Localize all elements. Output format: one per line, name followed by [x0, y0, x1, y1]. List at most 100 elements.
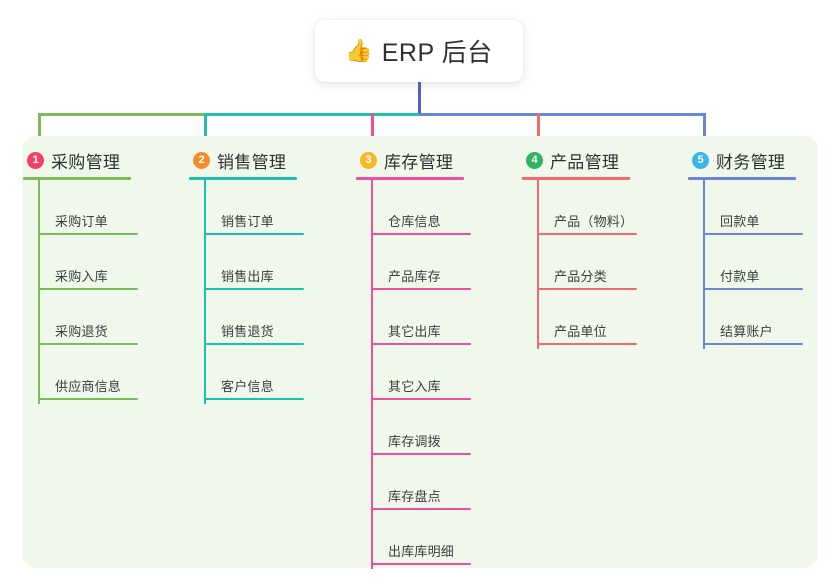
module-item-rule — [703, 288, 803, 290]
module-header-label: 库存管理 — [384, 152, 454, 172]
module-item-label: 其它出库 — [388, 324, 441, 339]
drop-connector-3 — [371, 113, 374, 141]
module-header-rule — [688, 177, 796, 180]
module-item-label: 产品库存 — [388, 269, 441, 284]
module-item[interactable]: 付款单 — [703, 235, 803, 290]
module-number-badge: 5 — [692, 151, 709, 169]
module-item-rule — [38, 288, 138, 290]
module-item-label: 销售出库 — [221, 269, 274, 284]
module-item[interactable]: 仓库信息 — [371, 180, 471, 235]
module-item-label: 回款单 — [720, 214, 760, 229]
module-item-rule — [38, 398, 138, 400]
module-item-label: 采购入库 — [55, 269, 108, 284]
module-item-rule — [703, 343, 803, 345]
module-item[interactable]: 采购退货 — [38, 290, 138, 345]
module-item-rule — [537, 233, 637, 235]
module-spine — [204, 180, 206, 404]
module-column-2: 2 销售管理销售订单销售出库销售退货客户信息 — [189, 147, 304, 404]
module-header-label: 财务管理 — [716, 152, 786, 172]
module-header-label: 销售管理 — [217, 152, 287, 172]
module-item-label: 产品（物料） — [554, 214, 634, 229]
module-item[interactable]: 其它入库 — [371, 345, 471, 400]
module-number-badge: 2 — [193, 151, 210, 169]
module-item-rule — [204, 233, 304, 235]
module-item-label: 采购订单 — [55, 214, 108, 229]
module-item-rule — [371, 288, 471, 290]
module-item-rule — [204, 343, 304, 345]
module-item-label: 销售订单 — [221, 214, 274, 229]
module-item-label: 销售退货 — [221, 324, 274, 339]
module-item-rule — [204, 398, 304, 400]
module-item-label: 库存盘点 — [388, 489, 441, 504]
module-item[interactable]: 销售退货 — [204, 290, 304, 345]
module-header-rule — [522, 177, 630, 180]
module-item-label: 出库库明细 — [388, 544, 455, 559]
bar-segment-3 — [419, 113, 706, 116]
module-item-rule — [371, 563, 471, 565]
module-item-label: 付款单 — [720, 269, 760, 284]
module-spine — [703, 180, 705, 349]
module-item-rule — [371, 508, 471, 510]
module-item-label: 供应商信息 — [55, 379, 122, 394]
thumbs-up-icon: 👍 — [345, 38, 373, 63]
module-item-rule — [371, 343, 471, 345]
module-item-rule — [371, 398, 471, 400]
module-item[interactable]: 客户信息 — [204, 345, 304, 400]
module-column-3: 3 库存管理仓库信息产品库存其它出库其它入库库存调拨库存盘点出库库明细 — [356, 147, 471, 569]
module-item-label: 其它入库 — [388, 379, 441, 394]
root-node[interactable]: 👍 ERP 后台 — [315, 20, 523, 82]
module-item[interactable]: 其它出库 — [371, 290, 471, 345]
bar-segment-2 — [205, 113, 421, 116]
module-item[interactable]: 出库库明细 — [371, 510, 471, 565]
bar-segment-1 — [39, 113, 207, 116]
module-item-rule — [38, 233, 138, 235]
module-item-rule — [537, 288, 637, 290]
module-item[interactable]: 产品库存 — [371, 235, 471, 290]
module-spine — [371, 180, 373, 569]
module-item-rule — [204, 288, 304, 290]
module-header-2[interactable]: 2 销售管理 — [189, 147, 286, 173]
root-node-label: ERP 后台 — [381, 39, 493, 67]
module-item-label: 库存调拨 — [388, 434, 441, 449]
module-header-3[interactable]: 3 库存管理 — [356, 147, 453, 173]
module-item[interactable]: 采购入库 — [38, 235, 138, 290]
module-column-5: 5 财务管理回款单付款单结算账户 — [688, 147, 803, 349]
drop-connector-5 — [703, 113, 706, 141]
module-item[interactable]: 产品（物料） — [537, 180, 637, 235]
module-header-label: 产品管理 — [550, 152, 620, 172]
module-number-badge: 3 — [360, 151, 377, 169]
module-header-1[interactable]: 1 采购管理 — [23, 147, 120, 173]
module-item-label: 仓库信息 — [388, 214, 441, 229]
module-item[interactable]: 结算账户 — [703, 290, 803, 345]
module-spine — [537, 180, 539, 349]
module-item-label: 产品分类 — [554, 269, 607, 284]
module-spine — [38, 180, 40, 404]
module-header-rule — [23, 177, 131, 180]
module-item-label: 结算账户 — [720, 324, 773, 339]
drop-connector-2 — [204, 113, 207, 141]
module-header-rule — [189, 177, 297, 180]
module-item[interactable]: 回款单 — [703, 180, 803, 235]
module-item-rule — [537, 343, 637, 345]
module-item[interactable]: 销售订单 — [204, 180, 304, 235]
module-item-rule — [371, 233, 471, 235]
module-item[interactable]: 采购订单 — [38, 180, 138, 235]
module-item[interactable]: 库存调拨 — [371, 400, 471, 455]
module-header-rule — [356, 177, 464, 180]
module-item[interactable]: 产品分类 — [537, 235, 637, 290]
module-item[interactable]: 销售出库 — [204, 235, 304, 290]
root-trunk-connector — [418, 82, 421, 115]
module-header-5[interactable]: 5 财务管理 — [688, 147, 785, 173]
module-item[interactable]: 产品单位 — [537, 290, 637, 345]
module-column-1: 1 采购管理采购订单采购入库采购退货供应商信息 — [23, 147, 138, 404]
module-header-label: 采购管理 — [51, 152, 121, 172]
module-number-badge: 1 — [27, 151, 44, 169]
module-item[interactable]: 供应商信息 — [38, 345, 138, 400]
module-item-label: 客户信息 — [221, 379, 274, 394]
modules-panel — [22, 136, 818, 568]
module-item-rule — [703, 233, 803, 235]
module-item[interactable]: 库存盘点 — [371, 455, 471, 510]
drop-connector-1 — [38, 113, 41, 141]
